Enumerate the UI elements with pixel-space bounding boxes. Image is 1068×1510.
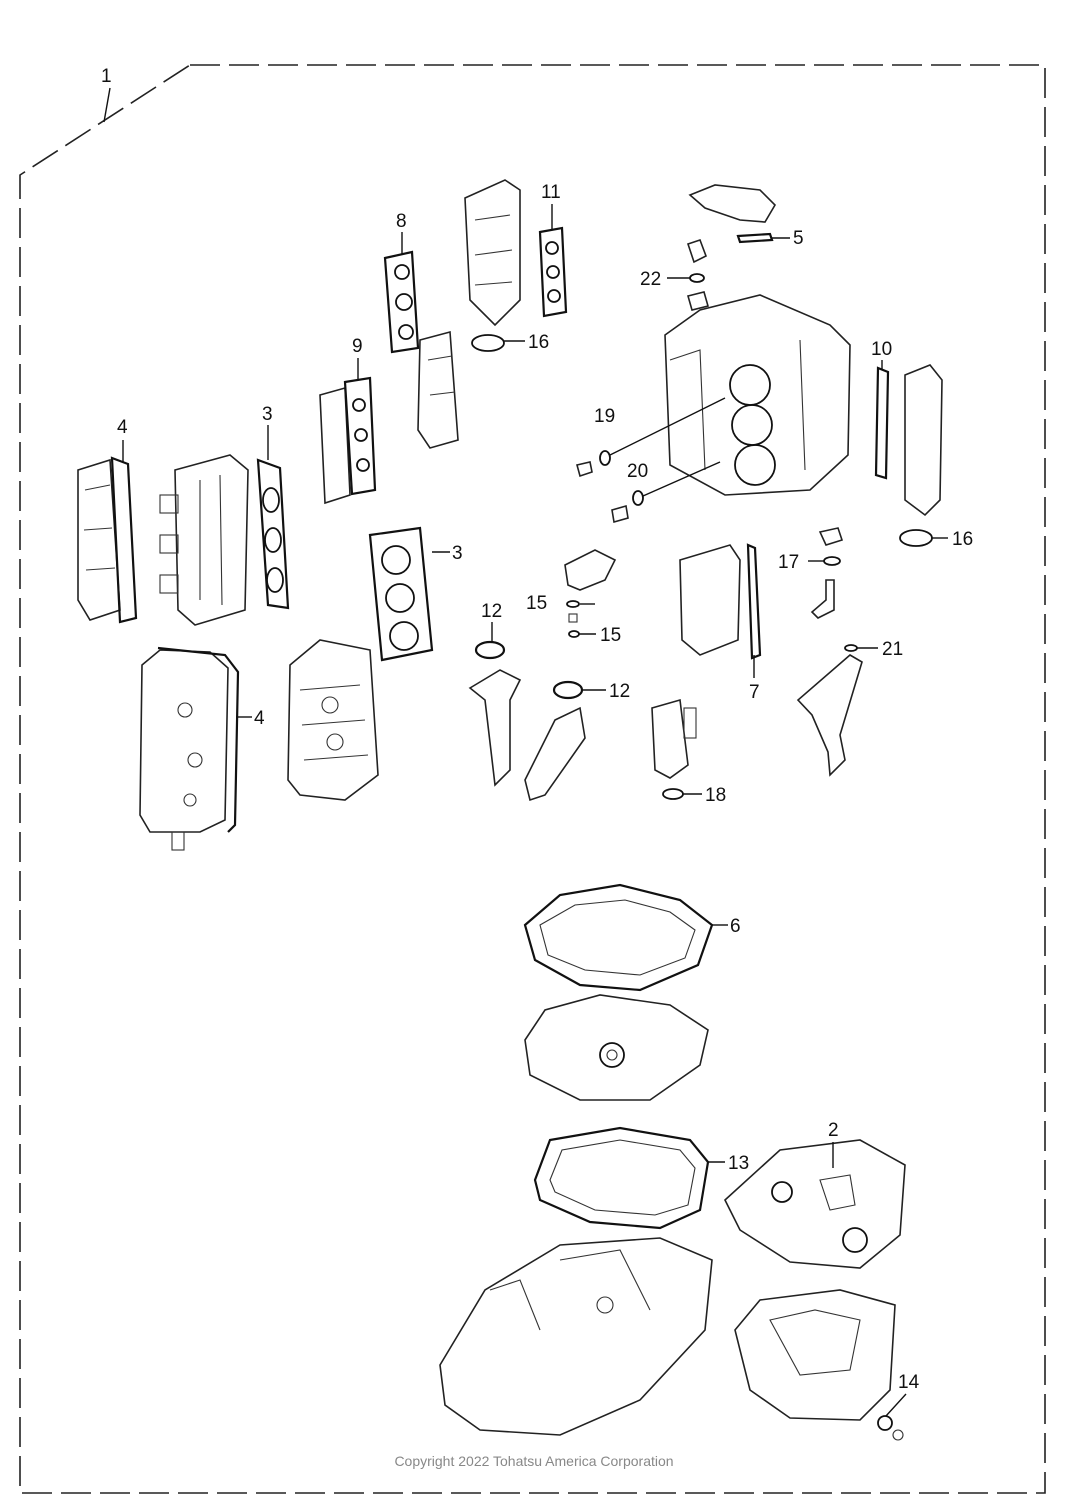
intake-runner: [417, 330, 459, 449]
callout-16-upper: 16: [528, 332, 549, 353]
exhaust-cover: [679, 543, 762, 660]
callout-17: 17: [778, 552, 799, 573]
callout-3-center: 3: [452, 543, 463, 564]
head-gasket-center: [368, 526, 434, 662]
copyright-notice: Copyright 2022 Tohatsu America Corporati…: [394, 1453, 674, 1469]
callout-1: 1: [101, 66, 112, 87]
callout-21: 21: [882, 639, 903, 660]
callout-10: 10: [871, 339, 892, 360]
callout-9: 9: [352, 336, 363, 357]
cylinder-head-cover-lower: [139, 646, 240, 851]
oil-filter-assembly: [651, 698, 697, 800]
head-gasket-left: [256, 458, 290, 610]
upper-manifold: [464, 179, 521, 327]
oil-pan-right: [734, 1289, 904, 1441]
cylinder-head-lower: [287, 639, 379, 801]
callout-7: 7: [749, 682, 760, 703]
oil-pickup: [796, 527, 863, 777]
water-pipe-right: [524, 680, 586, 802]
gasket-13: [533, 1126, 710, 1230]
callout-12-lower: 12: [609, 681, 630, 702]
kit-boundary: [19, 64, 1046, 1494]
thermostat-housing: [564, 549, 617, 638]
engine-block: [664, 294, 851, 496]
cylinder-head-cover-upper: [77, 456, 138, 624]
drive-shaft-housing-plate: [524, 994, 709, 1101]
callout-15-lower: 15: [600, 625, 621, 646]
callout-18: 18: [705, 785, 726, 806]
callout-16-lower: 16: [952, 529, 973, 550]
manifold-gasket-9: [319, 376, 377, 505]
top-cover-5: [688, 184, 777, 244]
callout-14: 14: [898, 1372, 920, 1393]
callout-15-upper: 15: [526, 593, 547, 614]
o-ring-16-top: [471, 334, 505, 352]
callout-11: 11: [541, 182, 561, 203]
callout-22: 22: [640, 269, 661, 290]
callout-8: 8: [396, 211, 407, 232]
callout-4-upper: 4: [117, 417, 128, 438]
callout-19: 19: [594, 406, 615, 427]
oil-pan-left: [439, 1237, 713, 1436]
manifold-gasket-11: [538, 226, 568, 318]
bottom-gasket-6: [523, 883, 714, 992]
callout-6: 6: [730, 916, 741, 937]
callout-2: 2: [828, 1120, 839, 1141]
sensor-22: [686, 238, 709, 311]
exhaust-manifold-right: [874, 364, 943, 547]
cylinder-head-left: [159, 454, 249, 626]
leader-lines: [103, 87, 948, 1417]
callout-13: 13: [728, 1153, 749, 1174]
intake-manifold-gasket-8: [383, 250, 420, 354]
callout-5: 5: [793, 228, 804, 249]
callout-12-upper: 12: [481, 601, 502, 622]
callout-labels: 1 2 3 3 4 4 5 6 7 8 9 10 11 12 12 13 14 …: [101, 66, 973, 1393]
plate-2: [724, 1139, 906, 1269]
callout-3-upper: 3: [262, 404, 273, 425]
callout-20: 20: [627, 461, 648, 482]
fittings-19-20: [576, 450, 644, 524]
callout-4-lower: 4: [254, 708, 265, 729]
water-pipe-left: [468, 640, 522, 787]
